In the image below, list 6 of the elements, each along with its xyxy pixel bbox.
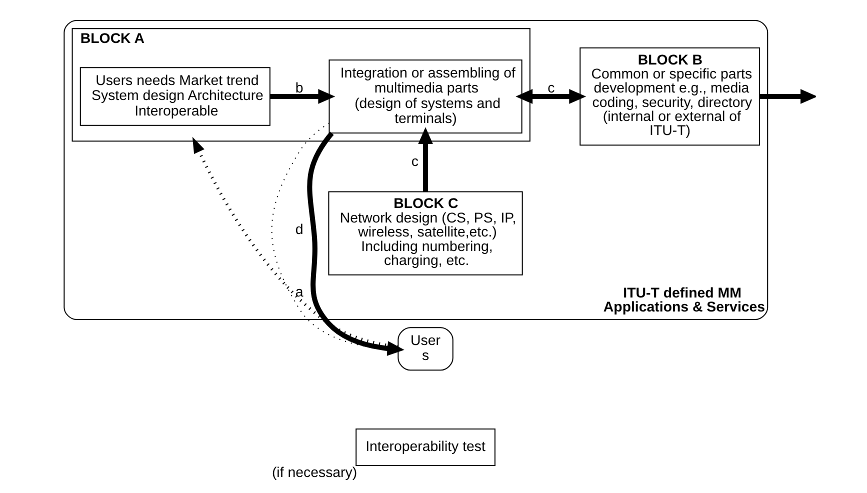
edge-label: b: [294, 80, 303, 97]
edge-label: a: [294, 284, 303, 300]
node-label: (if necessary): [271, 464, 357, 481]
edge-label: c: [410, 154, 418, 170]
edge-label: c: [547, 80, 554, 97]
edge-label: d: [294, 222, 303, 238]
